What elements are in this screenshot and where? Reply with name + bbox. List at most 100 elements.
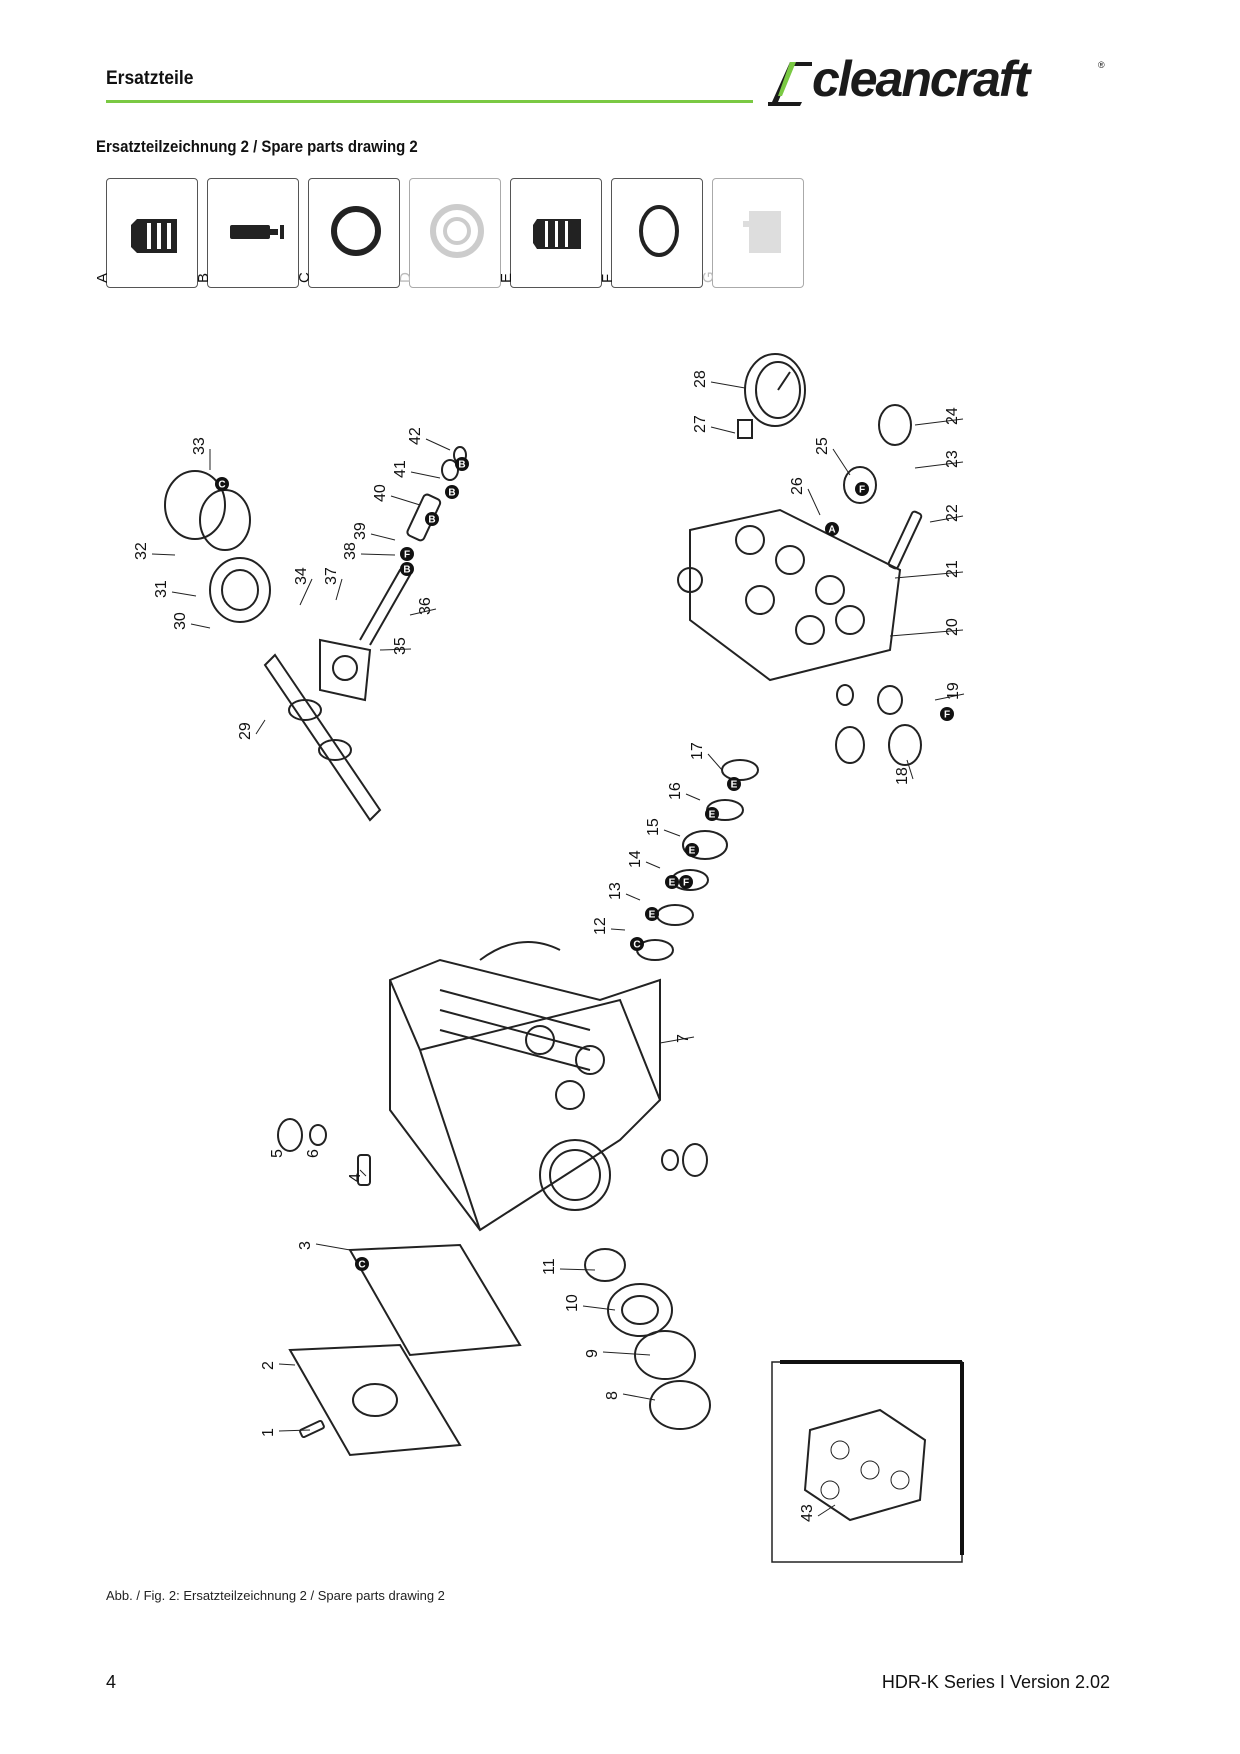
kit-badge [665, 875, 679, 889]
part-number-label: 43 [799, 1504, 816, 1522]
kit-badge-letter: B [458, 460, 465, 471]
part-number-label: 26 [789, 477, 806, 495]
part-number-label: 1 [260, 1428, 277, 1437]
kit-badge-letter: C [218, 480, 225, 491]
leader-line [390, 495, 421, 506]
part-number-label: 16 [667, 782, 684, 800]
leader-line [171, 591, 197, 597]
part-number-label: 4 [347, 1173, 364, 1182]
leader-line [622, 1393, 656, 1401]
kit-badge [645, 907, 659, 921]
leader-line [832, 448, 851, 476]
bearing-shaft-left [164, 470, 271, 623]
leader-line [610, 928, 626, 931]
leader-line [299, 578, 313, 606]
kit-badge [685, 843, 699, 857]
part-number-label: 17 [689, 742, 706, 760]
kit-badge [727, 777, 741, 791]
part-number-label: 9 [584, 1349, 601, 1358]
valve-head [677, 508, 902, 682]
crankshaft [263, 653, 382, 822]
gasket-ring-icon [331, 206, 381, 256]
leader-line [710, 426, 736, 434]
part-number-label: 34 [293, 567, 310, 585]
logo-wordmark: cleancraft [812, 51, 1030, 107]
part-number-label: 41 [392, 460, 409, 478]
leader-line [359, 1169, 367, 1177]
leader-line [425, 438, 451, 451]
kit-badge [400, 547, 414, 561]
part-number-label: 15 [645, 818, 662, 836]
part-number-label: 23 [944, 450, 961, 468]
kit-badge [425, 512, 439, 526]
page-number: 4 [106, 1672, 117, 1692]
part-number-label: 19 [945, 682, 962, 700]
kit-badge-letter: B [448, 488, 455, 499]
part-number-label: 36 [417, 597, 434, 615]
kit-badge-letter: B [428, 515, 435, 526]
kit-badge-letter: F [859, 485, 865, 496]
pin-icon [230, 225, 284, 239]
o-ring-icon [639, 205, 679, 257]
detail-inset [771, 1360, 964, 1563]
pressure-gauge [737, 353, 806, 439]
logo-registered-mark: ® [1098, 60, 1105, 70]
leader-line [707, 753, 723, 771]
leader-line [914, 461, 964, 469]
part-number-label: 18 [894, 767, 911, 785]
connecting-rod [319, 568, 412, 702]
part-number-label: 39 [352, 522, 369, 540]
leader-line [934, 693, 965, 701]
part-number-label: 20 [944, 618, 961, 636]
leader-line [894, 571, 964, 579]
kit-badge [215, 477, 229, 491]
leader-line [914, 418, 964, 426]
legend-card-c: C [296, 178, 400, 288]
pump-housing [389, 941, 661, 1232]
key-icon [743, 211, 781, 253]
kit-badge-letter: F [683, 878, 689, 889]
header-section-label: Ersatzteile [106, 68, 194, 89]
cover-plates [288, 1243, 522, 1457]
part-number-label: 3 [297, 1241, 314, 1250]
part-number-label: 10 [564, 1294, 581, 1312]
part-number-label: 28 [692, 370, 709, 388]
part-number-label: 12 [592, 917, 609, 935]
part-number-label: 11 [541, 1258, 558, 1275]
kit-badge-letter: E [709, 810, 716, 821]
kit-badge [825, 522, 839, 536]
kit-badge [679, 875, 693, 889]
valve-icon [131, 219, 177, 253]
part-number-label: 29 [237, 722, 254, 740]
kit-badge-letter: E [649, 910, 656, 921]
part-number-label: 27 [692, 415, 709, 433]
front-bearing-group [584, 1248, 711, 1430]
part-number-label: 21 [944, 560, 961, 578]
kit-badge-letter: E [689, 846, 696, 857]
part-number-label: 33 [191, 437, 208, 455]
leader-line [360, 553, 396, 556]
leader-line [625, 893, 641, 901]
header-rule [106, 100, 753, 103]
leader-line [335, 578, 343, 601]
kit-badge [940, 707, 954, 721]
leader-line [559, 1268, 596, 1271]
part-number-label: 40 [372, 484, 389, 502]
part-number-label: 14 [627, 850, 644, 868]
leader-line [190, 623, 211, 629]
legend-card-g: G [700, 178, 804, 288]
kit-badge [630, 937, 644, 951]
kit-badge-letter: B [403, 565, 410, 576]
part-number-label: 22 [944, 504, 961, 522]
leader-line [379, 648, 412, 651]
kit-badge [705, 807, 719, 821]
kit-badge [400, 562, 414, 576]
part-number-label: 7 [675, 1034, 692, 1043]
part-number-label: 25 [814, 437, 831, 455]
part-number-label: 32 [133, 542, 150, 560]
part-number-label: 35 [392, 637, 409, 655]
part-number-label: 30 [172, 612, 189, 630]
seal-packing-icon [533, 219, 581, 249]
figure-caption: Abb. / Fig. 2: Ersatzteilzeichnung 2 / S… [106, 1588, 445, 1603]
